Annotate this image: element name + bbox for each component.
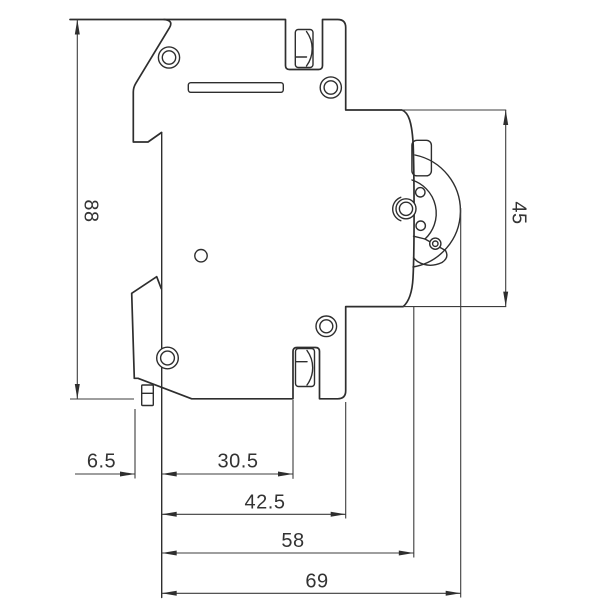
pivot-ring-inner: [398, 201, 414, 217]
mechanism-hole-lower: [415, 220, 427, 232]
mechanism-cam-arc: [411, 179, 437, 240]
vent-slot: [187, 81, 285, 93]
rivet-bottom-left: [155, 346, 179, 370]
rivet-bottom-right: [315, 315, 338, 338]
din-clip-tab: [140, 384, 154, 407]
arrowhead-45-top: [503, 110, 509, 125]
back-top-chamfer: [132, 18, 172, 143]
arrowhead-58-right: [398, 550, 414, 556]
pivot-boss-arc: [392, 196, 402, 222]
housing-details: [140, 28, 462, 407]
mechanism-hole-upper: [414, 186, 426, 198]
mechanism-rivet-inner: [431, 240, 439, 248]
arrowhead-69-right: [445, 590, 461, 596]
rivet-top-left: [157, 46, 181, 69]
body-silhouette: [69, 18, 415, 400]
terminal-screw-top: [294, 28, 314, 69]
rivet-top-right: [319, 76, 343, 99]
dim-label-42-5: 42.5: [245, 492, 286, 514]
dim-label-69: 69: [305, 571, 328, 593]
dim-label-6-5: 6.5: [87, 451, 116, 473]
dimensions: 88 45 6.5 30.5 42.5 58 69: [70, 19, 530, 598]
arrowhead-6-5: [120, 471, 135, 477]
terminal-screw-top-arc: [305, 30, 313, 67]
rivet-bottom-right-inner: [319, 319, 334, 334]
center-pin-hole: [194, 248, 208, 263]
arrowhead-88-top: [74, 19, 80, 35]
dim-label-45: 45: [508, 201, 530, 224]
rivet-bottom-left-inner: [159, 350, 176, 366]
housing-rivets: [155, 46, 343, 370]
terminal-latch-bottom: [294, 347, 316, 388]
terminal-screw-bottom-arc: [306, 349, 314, 386]
clip-tab: [140, 384, 154, 407]
arrowhead-30-5-right: [278, 471, 293, 477]
terminal-screw-bottom: [294, 347, 316, 388]
rivet-top-right-inner: [323, 80, 339, 95]
dim-label-58: 58: [281, 530, 304, 552]
arrowhead-30-5-left: [161, 471, 177, 477]
rivet-top-left-inner: [161, 50, 177, 65]
arrowhead-45-bottom: [503, 291, 509, 307]
arrowhead-58-left: [161, 550, 177, 556]
arrowhead-42-5-left: [161, 511, 177, 517]
mechanism-rivet: [428, 237, 442, 250]
mechanism-cam-base: [412, 235, 426, 240]
breaker-body-outline: [69, 18, 415, 599]
mechanism-lower-flap: [412, 238, 448, 266]
toggle-handle-end: [411, 139, 433, 177]
dim-label-30-5: 30.5: [218, 451, 259, 473]
arrowhead-88-bottom: [74, 384, 80, 399]
arrowhead-42-5-right: [330, 511, 346, 517]
arrowhead-69-left: [161, 590, 177, 596]
terminal-latch-top: [294, 28, 314, 69]
toggle-mechanism: [392, 139, 462, 268]
dim-label-88: 88: [80, 199, 102, 222]
